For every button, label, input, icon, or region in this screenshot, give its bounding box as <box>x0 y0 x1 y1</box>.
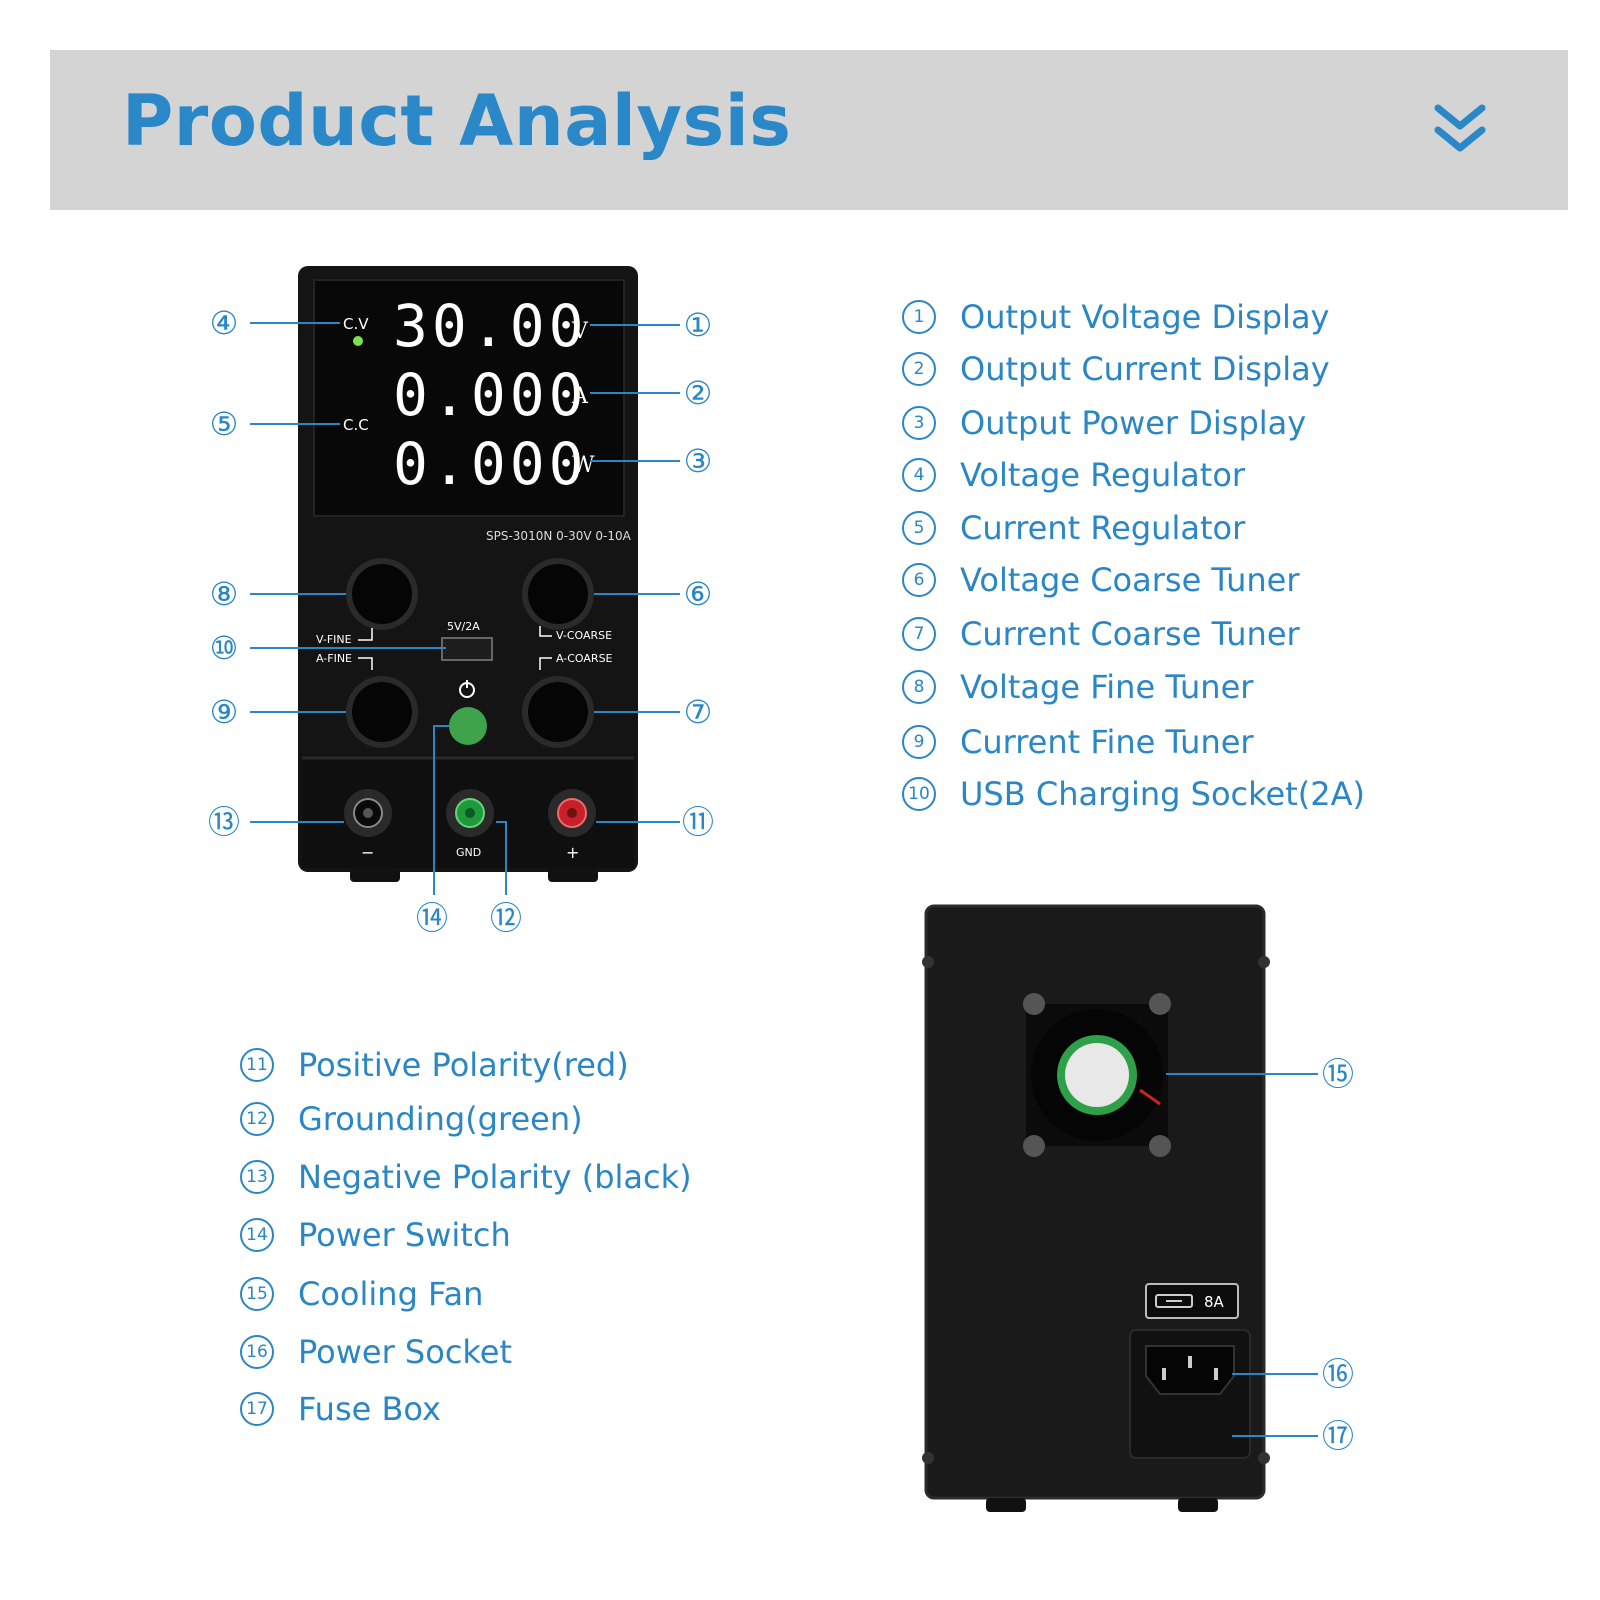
fuse-rating-label: 8A <box>1204 1293 1225 1311</box>
page-title: Product Analysis <box>122 80 792 162</box>
legend-bottom: 11 Positive Polarity(red) 12 Grounding(g… <box>240 1046 840 1428</box>
power-socket <box>1129 1329 1251 1459</box>
legend-number: 11 <box>240 1048 274 1082</box>
legend-number: 6 <box>902 563 936 597</box>
callout-16: ⑯ <box>1322 1355 1354 1393</box>
legend-number: 9 <box>902 725 936 759</box>
legend-number: 8 <box>902 670 936 704</box>
double-chevron-down-icon <box>1434 104 1486 152</box>
callout-14: ⑭ <box>416 899 448 937</box>
power-button <box>449 680 487 745</box>
legend-label: Voltage Fine Tuner <box>960 668 1254 706</box>
callout-lines-front <box>250 322 680 895</box>
callout-1: ① <box>684 306 713 344</box>
power-unit: W <box>572 453 595 478</box>
current-unit: A <box>571 384 589 409</box>
power-readout: 0.000 <box>393 430 588 498</box>
callout-3: ③ <box>684 442 713 480</box>
fuse-holder <box>1145 1283 1239 1319</box>
negative-terminal-label: − <box>361 843 374 862</box>
a-fine-knob <box>346 676 418 748</box>
callout-4: ④ <box>210 304 239 342</box>
model-label: SPS-3010N 0-30V 0-10A <box>486 529 632 543</box>
legend-number: 13 <box>240 1160 274 1194</box>
legend-label: Output Power Display <box>960 404 1307 442</box>
v-coarse-knob <box>522 558 594 630</box>
negative-terminal <box>344 789 392 837</box>
legend-number: 3 <box>902 406 936 440</box>
legend-number: 12 <box>240 1102 274 1136</box>
legend-label: Power Socket <box>298 1333 513 1371</box>
cooling-fan <box>1023 993 1171 1157</box>
legend-label: Voltage Coarse Tuner <box>960 561 1300 599</box>
legend-label: Output Current Display <box>960 350 1330 388</box>
legend-label: Cooling Fan <box>298 1275 484 1313</box>
legend-number: 5 <box>902 511 936 545</box>
a-fine-label: A-FINE <box>316 652 352 665</box>
cv-indicator-label: C.V <box>343 315 369 333</box>
v-coarse-label: V-COARSE <box>556 629 612 642</box>
cv-led <box>353 336 363 346</box>
legend-label: Output Voltage Display <box>960 298 1330 336</box>
legend-number: 10 <box>902 777 936 811</box>
callout-5: ⑤ <box>210 405 239 443</box>
legend-number: 14 <box>240 1218 274 1252</box>
callout-2: ② <box>684 374 713 412</box>
voltage-unit: V <box>571 319 589 344</box>
callout-7: ⑦ <box>684 693 713 731</box>
callout-15: ⑮ <box>1322 1055 1354 1093</box>
legend-number: 2 <box>902 352 936 386</box>
legend-label: Current Regulator <box>960 509 1246 547</box>
callout-13: ⑬ <box>208 803 240 841</box>
legend-number: 16 <box>240 1335 274 1369</box>
legend-number: 15 <box>240 1277 274 1311</box>
a-coarse-knob <box>522 676 594 748</box>
v-fine-knob <box>346 558 418 630</box>
ground-terminal <box>446 789 494 837</box>
legend-number: 4 <box>902 458 936 492</box>
usb-port <box>441 637 493 661</box>
callout-17: ⑰ <box>1322 1417 1354 1455</box>
legend-label: Grounding(green) <box>298 1100 583 1138</box>
legend-label: Negative Polarity (black) <box>298 1158 692 1196</box>
legend-label: Current Fine Tuner <box>960 723 1254 761</box>
callout-9: ⑨ <box>210 693 239 731</box>
callout-6: ⑥ <box>684 575 713 613</box>
legend-label: Current Coarse Tuner <box>960 615 1300 653</box>
legend-number: 7 <box>902 617 936 651</box>
ground-terminal-label: GND <box>456 846 481 859</box>
current-readout: 0.000 <box>393 361 588 429</box>
a-coarse-label: A-COARSE <box>556 652 613 665</box>
legend-number: 1 <box>902 300 936 334</box>
positive-terminal-label: + <box>566 843 579 862</box>
usb-rating-label: 5V/2A <box>447 620 480 633</box>
v-fine-label: V-FINE <box>316 633 352 646</box>
legend-label: Voltage Regulator <box>960 456 1246 494</box>
legend-number: 17 <box>240 1392 274 1426</box>
callout-12: ⑫ <box>490 899 522 937</box>
callout-8: ⑧ <box>210 575 239 613</box>
positive-terminal <box>548 789 596 837</box>
callout-10: ⑩ <box>210 629 239 667</box>
legend-label: Power Switch <box>298 1216 511 1254</box>
legend-label: Fuse Box <box>298 1390 441 1428</box>
header-banner: Product Analysis <box>50 50 1568 210</box>
legend-label: USB Charging Socket(2A) <box>960 775 1365 813</box>
legend-label: Positive Polarity(red) <box>298 1046 629 1084</box>
callout-lines-back <box>1166 1073 1318 1437</box>
cc-indicator-label: C.C <box>343 416 369 434</box>
callout-11: ⑪ <box>682 803 714 841</box>
legend-top: 1 Output Voltage Display 2 Output Curren… <box>902 298 1502 820</box>
voltage-readout: 30.00 <box>393 292 588 360</box>
